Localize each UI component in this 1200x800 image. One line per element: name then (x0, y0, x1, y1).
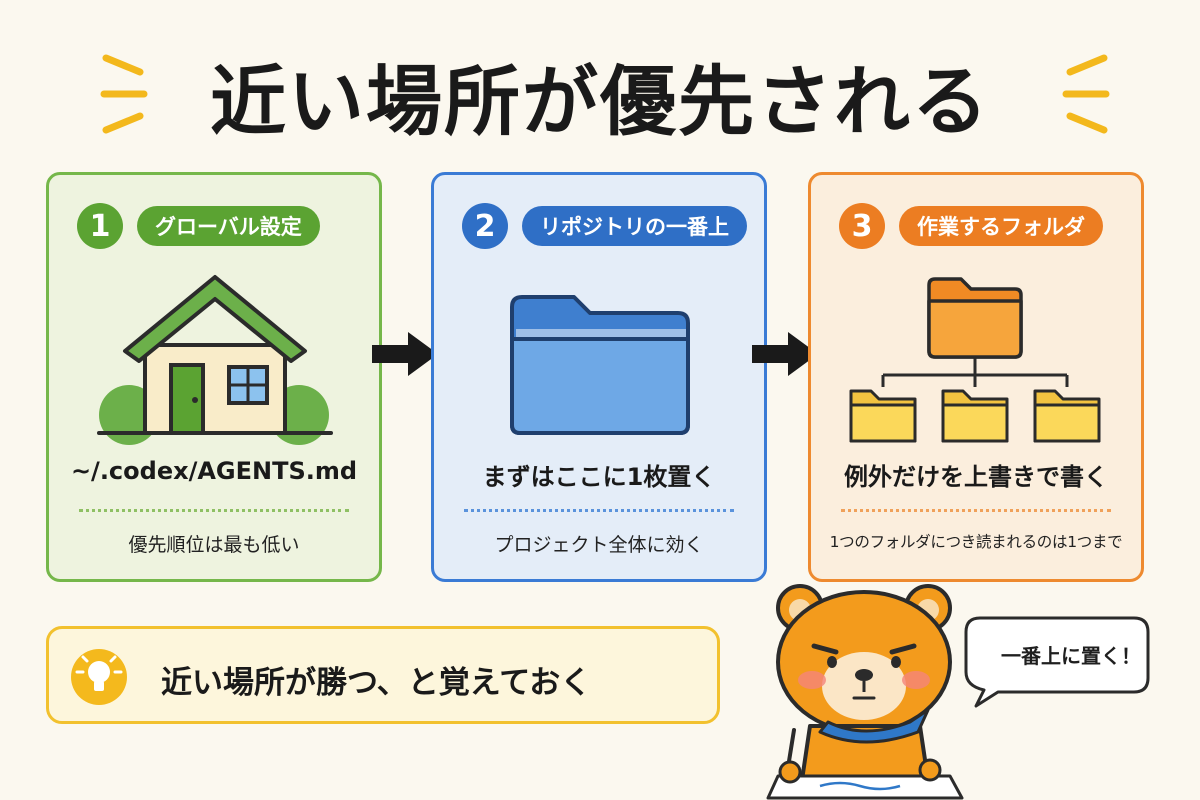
page-title: 近い場所が優先される (210, 57, 990, 146)
speech-bubble-text: 一番上に置く！ (1001, 644, 1141, 668)
step-header: 2 リポジトリの一番上 (462, 203, 747, 249)
speech-bubble (964, 616, 1150, 708)
folder-tree-icon (849, 277, 1101, 443)
step-card-repo-root: 2 リポジトリの一番上 まずはここに1枚置く プロジェクト全体に効く (431, 172, 767, 582)
step-main-text: ~/.codex/AGENTS.md (70, 457, 358, 485)
step-card-global: 1 グローバル設定 ~/.codex/AGENTS.md 優先順位は最も低い (46, 172, 382, 582)
step-label: リポジトリの一番上 (522, 206, 747, 246)
folder-icon (510, 295, 690, 435)
arrow-right-icon (752, 332, 818, 376)
step-sub-text: プロジェクト全体に効く (494, 534, 704, 556)
house-icon (97, 275, 333, 445)
divider (841, 509, 1111, 512)
divider (79, 509, 349, 512)
step-header: 3 作業するフォルダ (839, 203, 1103, 249)
sparkle-right-icon (1062, 54, 1110, 134)
step-number: 1 (77, 203, 123, 249)
step-number: 2 (462, 203, 508, 249)
step-label: グローバル設定 (137, 206, 320, 246)
step-number: 3 (839, 203, 885, 249)
sparkle-left-icon (100, 54, 148, 134)
step-main-text: 例外だけを上書きで書く (844, 463, 1108, 491)
lightbulb-icon (71, 649, 127, 705)
tip-box: 近い場所が勝つ、と覚えておく (46, 626, 720, 724)
bear-mascot (766, 584, 964, 800)
step-sub-text: 優先順位は最も低い (128, 534, 300, 556)
tip-text: 近い場所が勝つ、と覚えておく (161, 665, 592, 701)
step-main-text: まずはここに1枚置く (482, 463, 716, 491)
step-sub-text: 1つのフォルダにつき読まれるのは1つまで (829, 533, 1123, 551)
divider (464, 509, 734, 512)
step-label: 作業するフォルダ (899, 206, 1103, 246)
step-header: 1 グローバル設定 (77, 203, 320, 249)
step-card-working-folder: 3 作業するフォルダ 例外だけを上書きで書く 1つのフォルダにつき読まれるのは1… (808, 172, 1144, 582)
arrow-right-icon (372, 332, 438, 376)
